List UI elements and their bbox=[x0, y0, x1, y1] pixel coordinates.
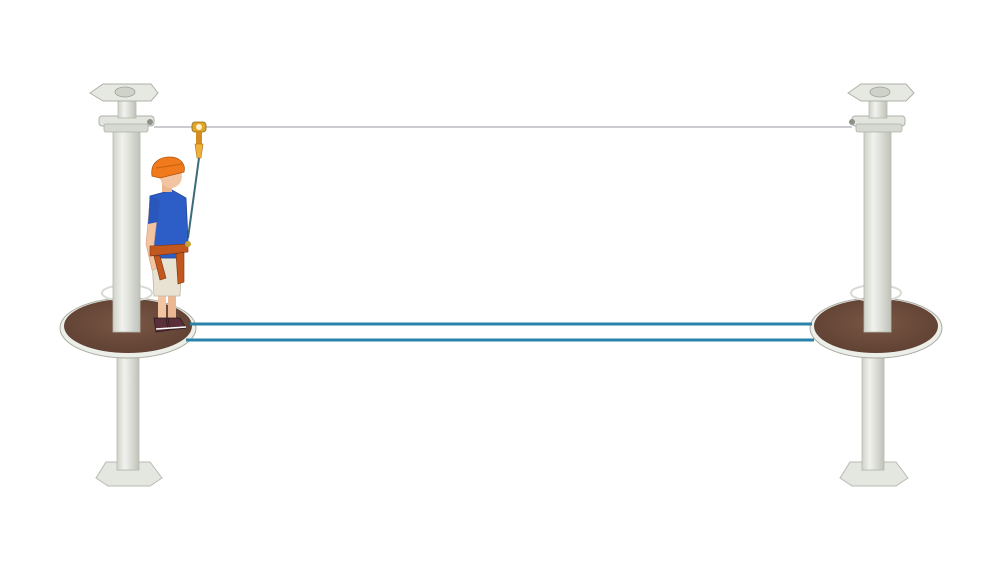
right-pole-lower bbox=[861, 351, 885, 471]
helmet bbox=[151, 156, 185, 179]
safety-lanyard bbox=[187, 157, 200, 239]
left-pole-upper bbox=[112, 117, 141, 333]
trolley bbox=[191, 121, 207, 159]
left-pole-lower bbox=[116, 351, 140, 471]
child-climber bbox=[145, 156, 191, 333]
harness bbox=[149, 243, 189, 285]
right-pole-assembly bbox=[809, 83, 943, 487]
right-base-plate bbox=[839, 461, 909, 487]
right-pole-upper bbox=[863, 117, 892, 333]
left-base-plate bbox=[95, 461, 163, 487]
